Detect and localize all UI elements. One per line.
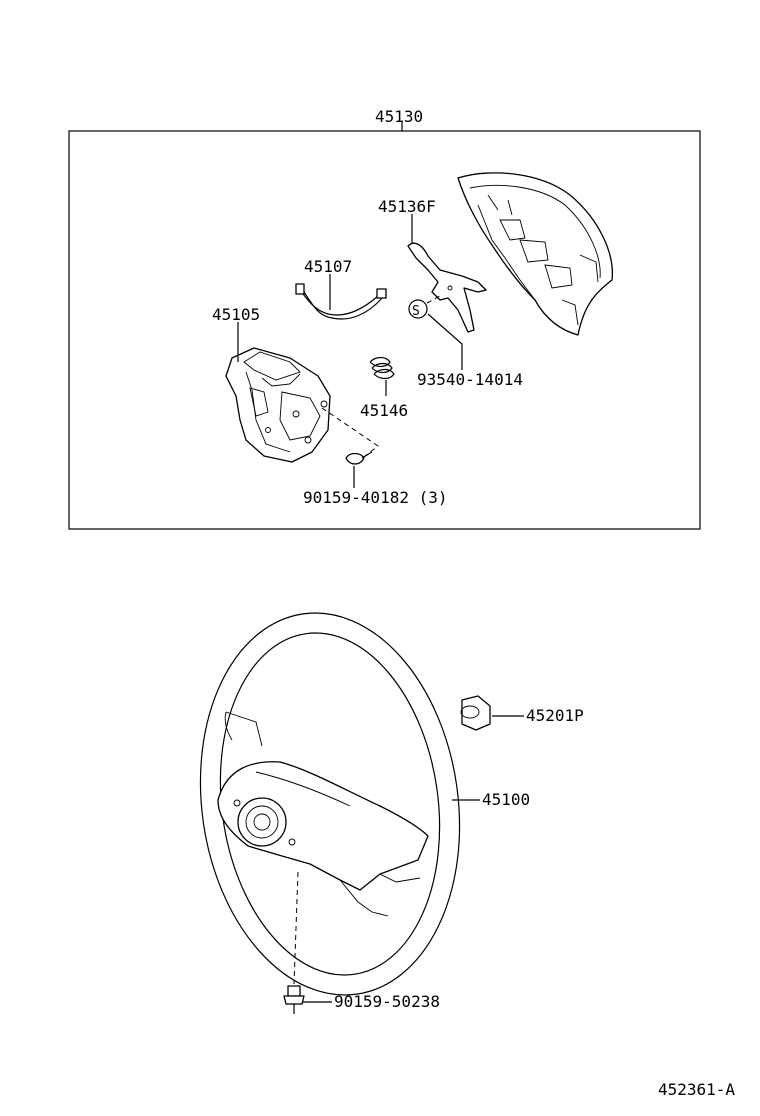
label-nut: 45201P <box>526 706 584 725</box>
pin-leader <box>427 313 463 370</box>
nut-part <box>460 695 491 731</box>
bracket-part <box>225 347 331 463</box>
label-assembly: 45130 <box>375 107 423 126</box>
spring-part <box>369 356 395 380</box>
screw-part <box>321 407 379 465</box>
pin-dash <box>426 295 441 304</box>
label-wire: 45107 <box>304 257 352 276</box>
steering-wheel-part <box>199 612 461 996</box>
figure-id: 452361-A <box>658 1080 735 1099</box>
cover-part <box>457 172 614 336</box>
label-spring: 45146 <box>360 401 408 420</box>
label-screw: 90159-40182 (3) <box>303 488 448 507</box>
label-pin: 93540-14014 <box>417 370 523 389</box>
label-bolt: 90159-50238 <box>334 992 440 1011</box>
wire-part <box>295 283 387 320</box>
symbol-s: S <box>412 304 420 319</box>
bolt-part <box>283 871 305 1014</box>
label-bracket: 45105 <box>212 305 260 324</box>
label-wheel: 45100 <box>482 790 530 809</box>
label-cover: 45136F <box>378 197 436 216</box>
plate-part <box>407 242 487 333</box>
symbol-s-circle <box>408 299 428 319</box>
assembly-box <box>68 130 701 530</box>
